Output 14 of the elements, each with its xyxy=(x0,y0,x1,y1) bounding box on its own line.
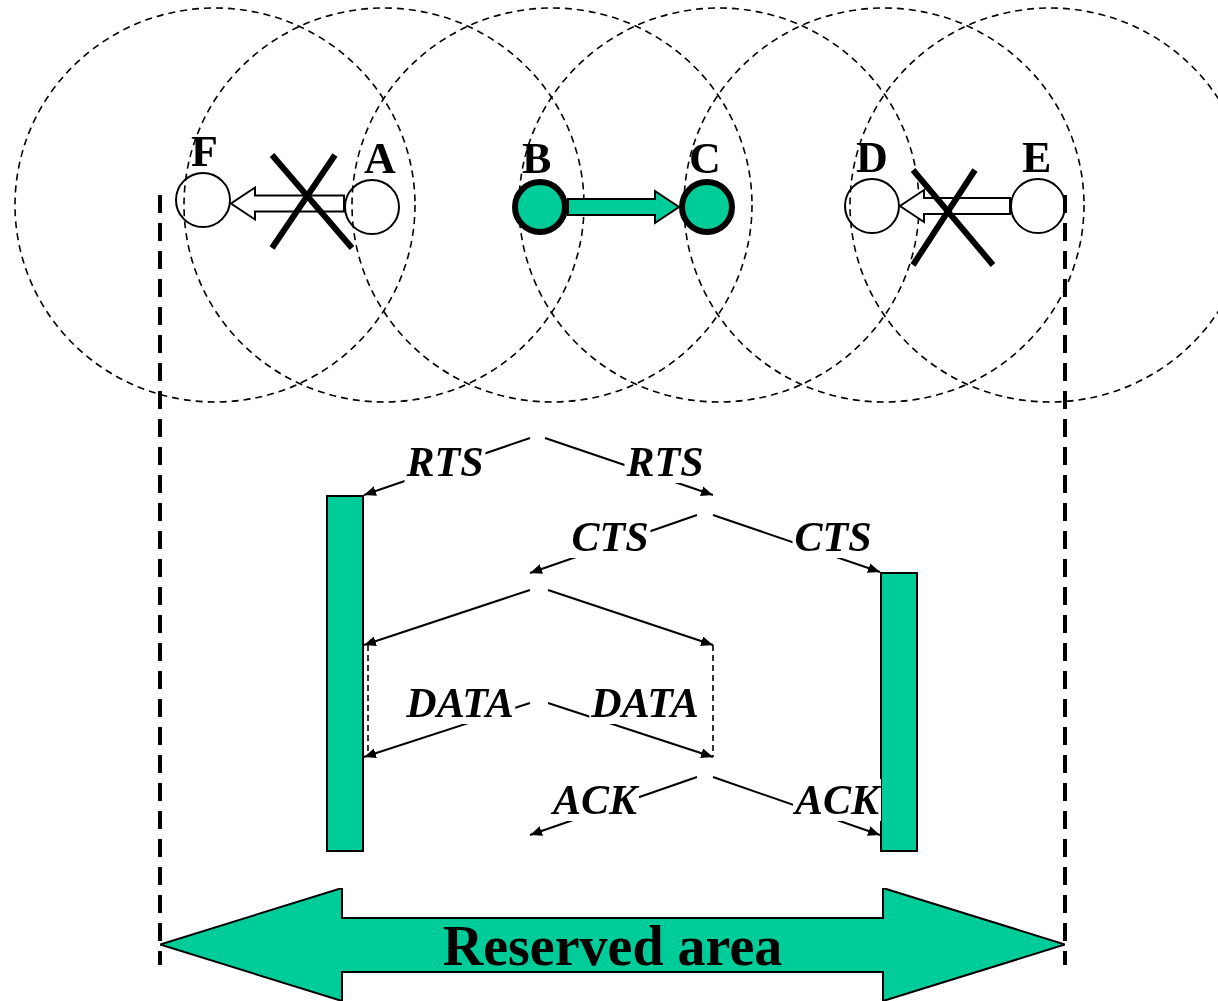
station-label: A xyxy=(364,137,396,181)
reservation-bar xyxy=(880,572,918,852)
reservation-bar xyxy=(326,495,364,852)
station-label: F xyxy=(191,130,218,174)
station-label: B xyxy=(522,137,552,181)
station-label: E xyxy=(1022,136,1052,180)
edge-label: ACK xyxy=(793,779,881,821)
band-label: Reserved area xyxy=(442,918,783,974)
message-arrow xyxy=(363,589,531,646)
station-label: D xyxy=(856,136,888,180)
block-arrow xyxy=(567,189,681,225)
block-arrow xyxy=(229,185,345,222)
station-label: C xyxy=(689,137,721,181)
block-arrow xyxy=(898,188,1011,224)
